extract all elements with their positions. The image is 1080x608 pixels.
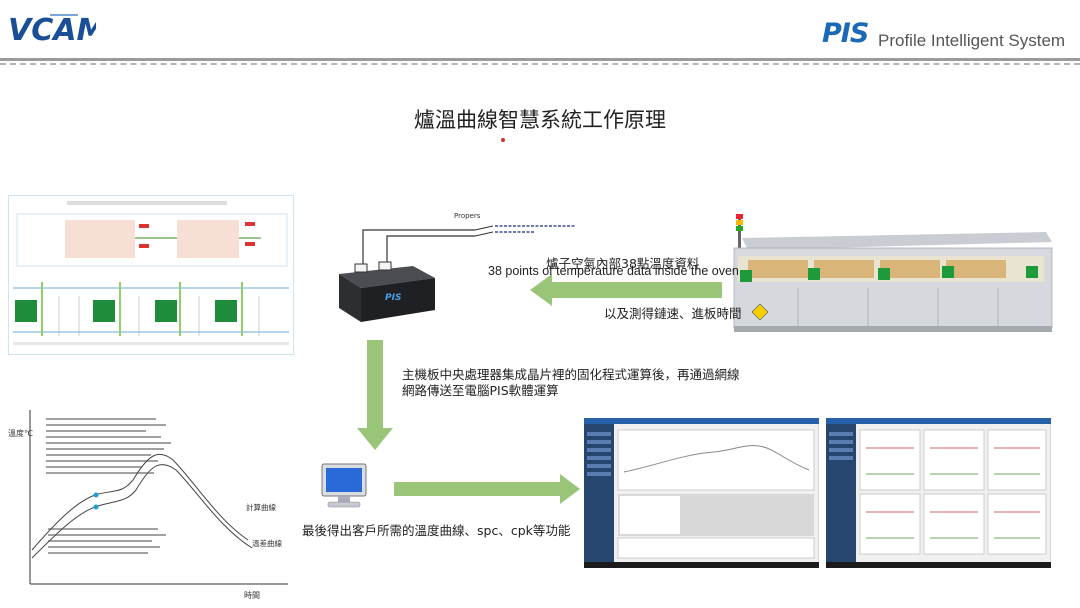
calculated-curve [31, 453, 249, 551]
caption-speed-time: 以及測得鏈速、進板時間 [604, 306, 742, 321]
reflow-oven-image [733, 214, 1053, 332]
computer-icon [321, 463, 367, 508]
caption-cpu-line1: 主機板中央處理器集成晶片裡的固化程式運算後，再通過網線 [402, 367, 740, 382]
pis-logo-tagline: Profile Intelligent System [878, 31, 1066, 50]
caption-result: 最後得出客戶所需的溫度曲線、spc、cpk等功能 [302, 523, 571, 538]
caption-cpu-line2: 網路傳送至電腦PIS軟體運算 [402, 383, 559, 398]
arrow-down [357, 340, 393, 450]
vcam-logo: VCAM [8, 13, 96, 48]
software-screenshot-profile [584, 418, 819, 568]
caption-oven-data-cn: 爐子空氣內部38點溫度資料 [546, 256, 700, 271]
pis-device-box: PIS [339, 225, 575, 322]
conveyor-schema-diagram [8, 195, 294, 355]
pis-logo-mark: PIS [822, 18, 869, 49]
device-pis-label: PIS [385, 293, 401, 303]
curve-x-label: 時間 [244, 591, 260, 600]
software-screenshot-spc [826, 418, 1051, 568]
probe-label: Propers [454, 212, 481, 220]
header-dashed-divider [0, 63, 1080, 65]
pis-logo: PIS Profile Intelligent System [822, 18, 1077, 54]
page-title: 爐溫曲線智慧系統工作原理 [414, 108, 666, 132]
header-divider [0, 58, 1080, 61]
legend-calc-curve: 計算曲線 [246, 502, 276, 512]
vcam-logo-text: VCAM [8, 13, 96, 48]
arrow-left [530, 274, 722, 306]
curve-y-label: 溫度℃ [8, 428, 33, 438]
caption-oven-data-en: 38 points of temperature data inside the… [488, 264, 739, 278]
legend-measured-curve: 溫差曲線 [252, 538, 282, 548]
measured-curve [31, 464, 253, 559]
arrow-right [394, 474, 580, 504]
temperature-curve-chart: 溫度℃ 時間 計算曲線 溫差曲線 [8, 410, 288, 600]
title-accent-dot [501, 138, 505, 142]
